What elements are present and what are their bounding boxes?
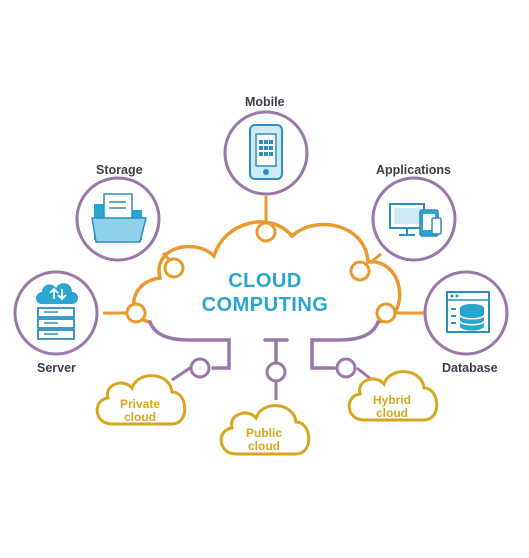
server-cloud-icon xyxy=(36,283,78,340)
hybrid-cloud-shape xyxy=(347,370,439,422)
private-cloud-label-line1: Private xyxy=(119,397,161,411)
database-icon xyxy=(446,291,490,333)
mobile-node xyxy=(223,110,309,196)
main-cloud-purple-base xyxy=(148,320,380,370)
private-cloud-shape xyxy=(95,374,187,426)
applications-label: Applications xyxy=(376,163,452,177)
folder-icon xyxy=(91,193,147,243)
server-label: Server xyxy=(37,361,76,375)
mobile-icon xyxy=(249,124,283,180)
hybrid-cloud-label-line1: Hybrid xyxy=(372,393,411,407)
center-title-line1: CLOUD xyxy=(228,270,302,292)
server-node xyxy=(13,270,99,356)
applications-node xyxy=(371,176,457,262)
database-node xyxy=(423,270,509,356)
purple-junction-dots xyxy=(189,357,357,383)
public-cloud-label-line2: cloud xyxy=(248,439,280,453)
database-label: Database xyxy=(442,361,498,375)
hybrid-cloud-label-line2: cloud xyxy=(376,406,408,420)
mobile-label: Mobile xyxy=(245,95,285,109)
public-cloud-label-line1: Public xyxy=(245,426,282,440)
orange-junction-dots xyxy=(125,221,397,324)
devices-icon xyxy=(389,203,442,237)
main-cloud-orange-outline xyxy=(132,220,402,324)
center-title-line2: COMPUTING xyxy=(201,294,329,316)
private-cloud-label-line2: cloud xyxy=(124,410,156,424)
storage-label: Storage xyxy=(96,163,143,177)
public-cloud-shape xyxy=(219,404,311,456)
storage-node xyxy=(75,176,161,262)
